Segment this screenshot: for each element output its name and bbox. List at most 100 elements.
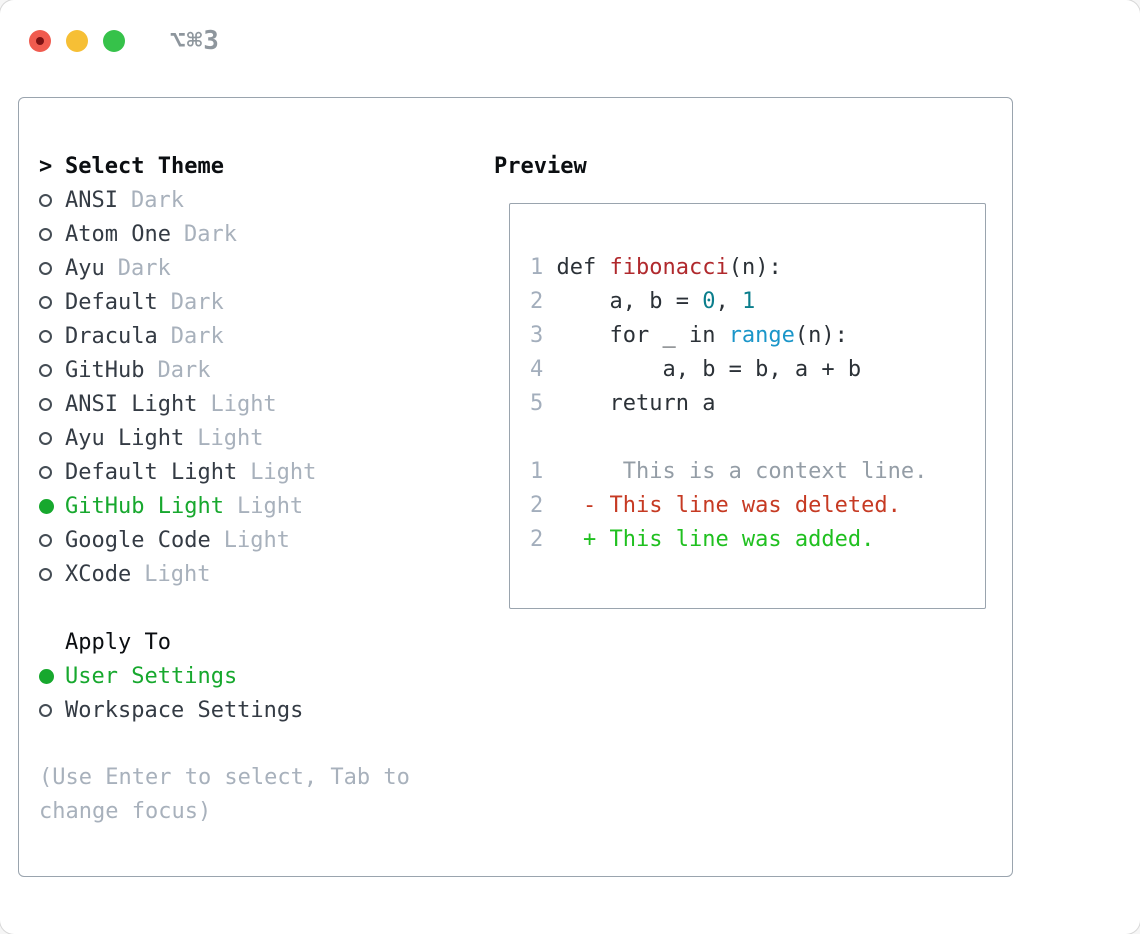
code-segment-default: for _ in: [556, 322, 729, 348]
apply-option-label: User Settings: [65, 663, 238, 689]
window-title-shortcut: ⌥⌘3: [170, 26, 220, 56]
radio-cell: [39, 295, 65, 309]
code-line: 4 a, b = b, a + b: [530, 352, 985, 386]
radio-cell: [39, 227, 65, 241]
radio-icon: [39, 227, 52, 241]
code-line: 5 return a: [530, 386, 985, 420]
radio-cell: [39, 465, 65, 479]
code-segment-context: This is a context line.: [556, 458, 928, 484]
code-text: a, b = b, a + b: [556, 356, 862, 382]
titlebar: ⌥⌘3: [29, 26, 220, 56]
code-line: 2 + This line was added.: [530, 522, 985, 556]
theme-option-default[interactable]: Default Dark: [39, 285, 489, 319]
theme-option-xcode[interactable]: XCode Light: [39, 557, 489, 591]
radio-cell: [39, 703, 65, 717]
theme-option-label: Atom One: [65, 221, 171, 247]
code-text: def fibonacci(n):: [557, 255, 782, 280]
code-line: [530, 420, 985, 454]
theme-option-github[interactable]: GitHub Dark: [39, 353, 489, 387]
code-line: 1 This is a context line.: [530, 454, 985, 488]
apply-option-label: Workspace Settings: [65, 697, 304, 723]
theme-option-variant: Dark: [130, 187, 184, 213]
theme-option-variant: Light: [144, 561, 211, 587]
theme-option-variant: Dark: [157, 357, 211, 383]
radio-cell: [39, 533, 65, 547]
code-line: 3 for _ in range(n):: [530, 318, 985, 352]
radio-icon: [39, 465, 52, 479]
theme-option-google-code[interactable]: Google Code Light: [39, 523, 489, 557]
theme-option-variant: Dark: [170, 323, 224, 349]
code-segment-number: 0: [702, 288, 716, 314]
radio-icon: [39, 703, 52, 717]
line-number: 2: [530, 492, 557, 518]
theme-option-variant: Light: [223, 527, 290, 553]
theme-option-label: XCode: [65, 561, 132, 587]
radio-icon: [39, 295, 52, 309]
radio-icon: [39, 261, 52, 275]
code-text: return a: [556, 390, 716, 416]
radio-icon: [39, 193, 52, 207]
code-line: 2 a, b = 0, 1: [530, 284, 985, 318]
code-text: a, b = 0, 1: [556, 288, 755, 314]
theme-option-label: Default Light: [65, 459, 238, 485]
close-button[interactable]: [29, 30, 51, 52]
apply-section-title: Apply To: [65, 629, 171, 655]
apply-section-header: Apply To: [39, 625, 489, 659]
theme-option-label: Default: [65, 289, 158, 315]
code-segment-default: ,: [715, 288, 742, 314]
code-segment-builtin: range: [728, 322, 795, 348]
theme-option-variant: Dark: [183, 221, 237, 247]
code-segment-default: return a: [556, 390, 716, 416]
radio-cell: [39, 363, 65, 377]
theme-option-label: ANSI Light: [65, 391, 198, 417]
radio-cell: [39, 668, 65, 684]
code-segment-added: + This line was added.: [556, 526, 875, 552]
code-text: for _ in range(n):: [556, 322, 847, 348]
code-text: + This line was added.: [556, 526, 875, 552]
radio-cell: [39, 498, 65, 514]
theme-option-label: Ayu: [65, 255, 105, 281]
theme-option-dracula[interactable]: Dracula Dark: [39, 319, 489, 353]
theme-option-label: Dracula: [65, 323, 158, 349]
line-number: 4: [530, 356, 557, 382]
minimize-button[interactable]: [66, 30, 88, 52]
close-dot-icon: [36, 37, 44, 45]
radio-selected-icon: [39, 498, 54, 514]
theme-option-ansi[interactable]: ANSI Dark: [39, 183, 489, 217]
radio-icon: [39, 329, 52, 343]
code-segment-default: a, b = b, a + b: [556, 356, 862, 382]
radio-cell: [39, 329, 65, 343]
apply-option-user-settings[interactable]: User Settings: [39, 659, 489, 693]
code-segment-default: a, b =: [556, 288, 703, 314]
apply-option-workspace-settings[interactable]: Workspace Settings: [39, 693, 489, 727]
radio-icon: [39, 363, 52, 377]
theme-option-label: ANSI: [65, 187, 118, 213]
theme-option-label: Google Code: [65, 527, 211, 553]
preview-title: Preview: [494, 153, 587, 179]
radio-icon: [39, 397, 52, 411]
theme-option-label: GitHub: [65, 357, 145, 383]
theme-option-variant: Dark: [170, 289, 224, 315]
radio-cell: [39, 193, 65, 207]
theme-option-variant: Light: [236, 493, 304, 519]
code-line: 2 - This line was deleted.: [530, 488, 985, 522]
line-number: 2: [530, 526, 557, 552]
maximize-button[interactable]: [103, 30, 125, 52]
theme-option-variant: Light: [197, 425, 264, 451]
prompt-caret: >: [39, 153, 53, 179]
theme-option-atom-one[interactable]: Atom One Dark: [39, 217, 489, 251]
radio-cell: [39, 261, 65, 275]
line-number: 1: [530, 458, 557, 484]
